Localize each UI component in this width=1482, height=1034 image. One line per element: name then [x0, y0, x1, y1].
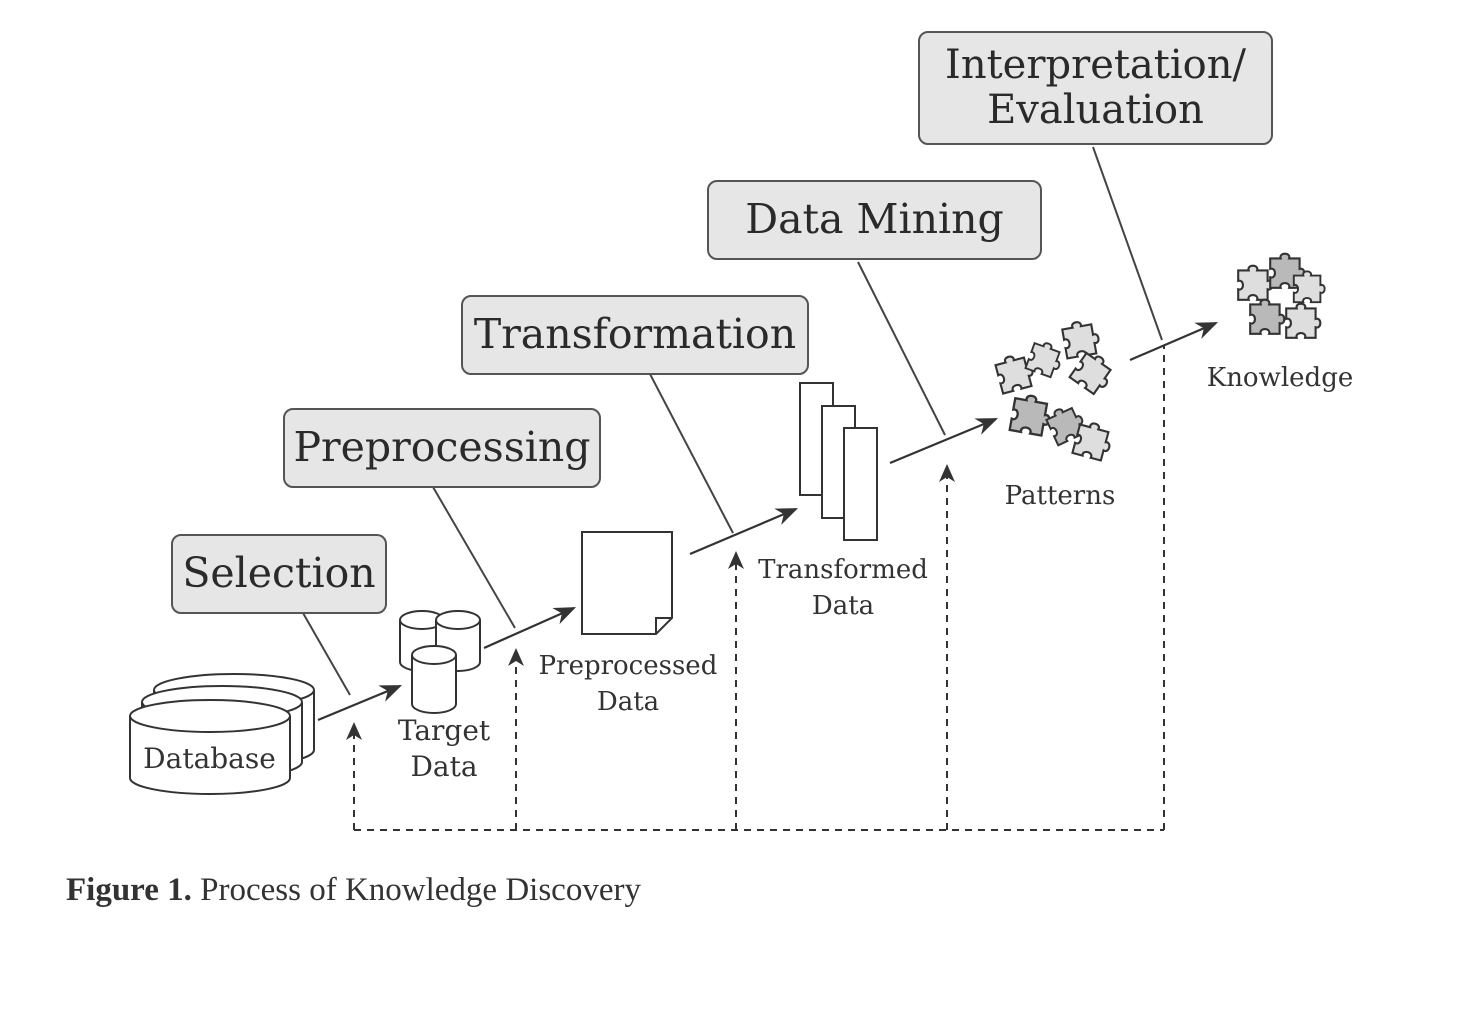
target-data-label: Target Data [374, 713, 514, 785]
preprocessed-data-label-line1: Preprocessed [538, 651, 718, 681]
knowledge-icon [1237, 252, 1326, 339]
feedback-arrowhead-1 [346, 722, 362, 740]
transformed-data-icon [799, 382, 878, 541]
feedback-arrowhead-2 [508, 648, 524, 666]
figure-caption: Figure 1. Process of Knowledge Discovery [66, 872, 641, 909]
target-data-icon [399, 610, 481, 714]
stage-preprocessing-label: Preprocessing [293, 423, 591, 472]
data-mining-connector [857, 261, 946, 436]
figure-caption-text: Process of Knowledge Discovery [200, 872, 641, 908]
feedback-arrowhead-4 [939, 464, 955, 482]
transformed-data-label-line1: Transformed [758, 555, 928, 585]
knowledge-label: Knowledge [1206, 363, 1354, 393]
target-data-label-line2: Data [410, 750, 478, 783]
stage-connectors [302, 146, 1163, 696]
stage-interpretation-label-line2: Evaluation [987, 87, 1204, 133]
arrow-patterns-to-knowledge [1129, 321, 1219, 362]
stage-selection-label: Selection [182, 549, 376, 598]
arrow-preprocessed-to-transformed [689, 507, 799, 556]
arrow-database-to-target [317, 684, 403, 722]
stage-selection: Selection [171, 534, 387, 614]
transformed-data-label: Transformed Data [744, 552, 942, 624]
database-label: Database [143, 742, 276, 775]
stage-transformation-label: Transformation [473, 310, 797, 359]
feedback-arrowheads [346, 464, 955, 740]
selection-connector [302, 612, 351, 696]
interpretation-connector [1092, 146, 1163, 341]
stage-transformation: Transformation [461, 295, 809, 375]
feedback-arrowhead-3 [728, 551, 744, 569]
target-data-label-line1: Target [397, 714, 491, 747]
preprocessing-connector [432, 486, 516, 629]
stage-interpretation-evaluation: Interpretation/ Evaluation [918, 31, 1273, 145]
arrow-transformed-to-patterns [889, 417, 999, 465]
figure-caption-label: Figure 1. [66, 872, 192, 908]
feedback-loop [353, 345, 1165, 831]
arrow-target-to-preprocessed [483, 606, 577, 650]
stage-data-mining: Data Mining [707, 180, 1042, 260]
preprocessed-data-icon [581, 531, 673, 635]
stage-interpretation-label-line1: Interpretation/ [945, 42, 1246, 89]
transformation-connector [649, 373, 734, 534]
stage-preprocessing: Preprocessing [283, 408, 601, 488]
transformed-data-label-line2: Data [811, 591, 875, 621]
database-icon [129, 673, 315, 795]
patterns-label: Patterns [1004, 481, 1116, 511]
stage-data-mining-label: Data Mining [745, 195, 1004, 244]
preprocessed-data-label-line2: Data [596, 687, 660, 717]
flow-arrows [317, 321, 1219, 722]
preprocessed-data-label: Preprocessed Data [526, 648, 730, 720]
patterns-icon [993, 317, 1119, 463]
